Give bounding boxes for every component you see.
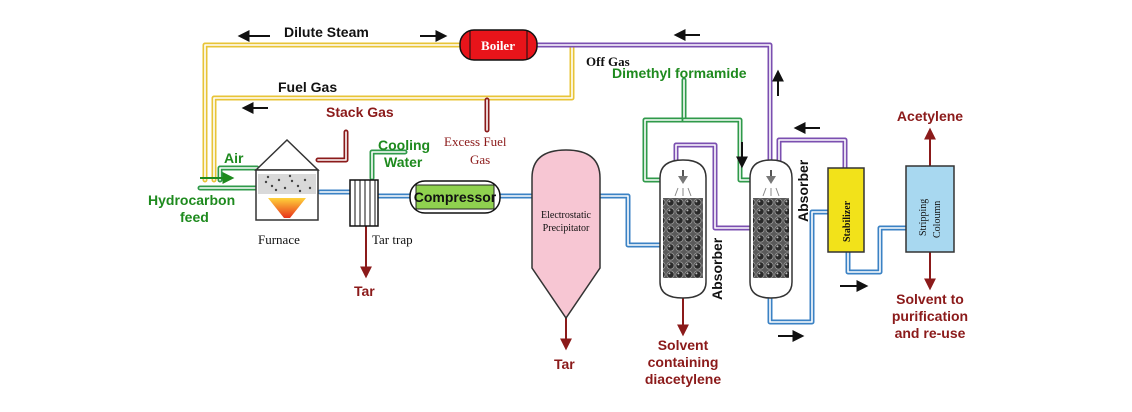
stripping-column-label: Stripping — [918, 199, 929, 236]
acetylene-label: Acetylene — [897, 108, 963, 124]
absorber-1-label: Absorber — [709, 237, 725, 300]
sprayer-icon — [674, 170, 692, 197]
stabilizer — [827, 167, 865, 253]
precipitator-label: Electrostatic — [541, 210, 592, 221]
solvent-diacetylene-label: Solvent — [658, 337, 709, 353]
boiler — [459, 29, 538, 61]
tar-label-center: Tar — [554, 356, 575, 372]
process-gas-pipe — [317, 189, 663, 248]
off-gas-label: Off Gas — [586, 54, 630, 69]
compressor — [409, 180, 501, 214]
hydrocarbon-feed-label: Hydrocarbon — [148, 192, 235, 208]
dmf-pipe — [642, 77, 753, 183]
cooling-water-pipe — [369, 149, 408, 181]
solvent-reuse-label: Solvent to — [896, 291, 964, 307]
stack-gas-label: Stack Gas — [326, 104, 394, 120]
stabilizer-to-absorber-pipe — [776, 137, 848, 171]
off-gas-pipe — [534, 42, 773, 165]
flame-icon — [268, 198, 306, 218]
excess-fuel-gas-label: Gas — [470, 152, 490, 167]
electrostatic-precipitator — [531, 149, 601, 320]
stripping-column — [905, 165, 955, 253]
solvent-diacetylene-label: containing — [648, 354, 719, 370]
excess-fuel-gas-label: Excess Fuel — [444, 134, 507, 149]
cooling-water-label: Water — [384, 154, 423, 170]
tar-trap-label: Tar trap — [372, 232, 413, 247]
tar-label-left: Tar — [354, 283, 375, 299]
dilute-steam-pipe — [202, 42, 463, 183]
sprayer-icon — [762, 170, 780, 197]
cooling-water-label: Cooling — [378, 137, 430, 153]
stabilizer-to-stripping-pipe — [845, 225, 909, 275]
absorber-link-pipe — [673, 142, 753, 231]
dilute-steam-label: Dilute Steam — [284, 24, 369, 40]
absorber-2 — [749, 159, 793, 299]
compressor-label: Compressor — [414, 189, 497, 205]
hydrocarbon-feed-label: feed — [180, 209, 209, 225]
solvent-reuse-label: purification — [892, 308, 968, 324]
air-label: Air — [224, 150, 244, 166]
absorber-2-label: Absorber — [795, 159, 811, 222]
boiler-label: Boiler — [481, 38, 515, 53]
stack-gas-pipe — [315, 129, 349, 163]
dimethyl-formamide-label: Dimethyl formamide — [612, 65, 747, 81]
stabilizer-label: Stabilizer — [842, 200, 853, 242]
tar-trap — [349, 179, 379, 227]
solvent-diacetylene-label: diacetylene — [645, 371, 721, 387]
precipitator-label: Precipitator — [543, 223, 590, 234]
flow-arrows — [200, 29, 869, 342]
solvent-reuse-label: and re-use — [895, 325, 966, 341]
absorber-to-stabilizer-pipe — [767, 209, 831, 325]
furnace-label: Furnace — [258, 232, 300, 247]
furnace-particles — [264, 174, 312, 193]
furnace — [254, 138, 320, 221]
absorber-1 — [659, 159, 707, 299]
fuel-gas-label: Fuel Gas — [278, 79, 337, 95]
stripping-column-label: Coloumn — [932, 201, 943, 238]
air-pipe — [217, 165, 260, 183]
